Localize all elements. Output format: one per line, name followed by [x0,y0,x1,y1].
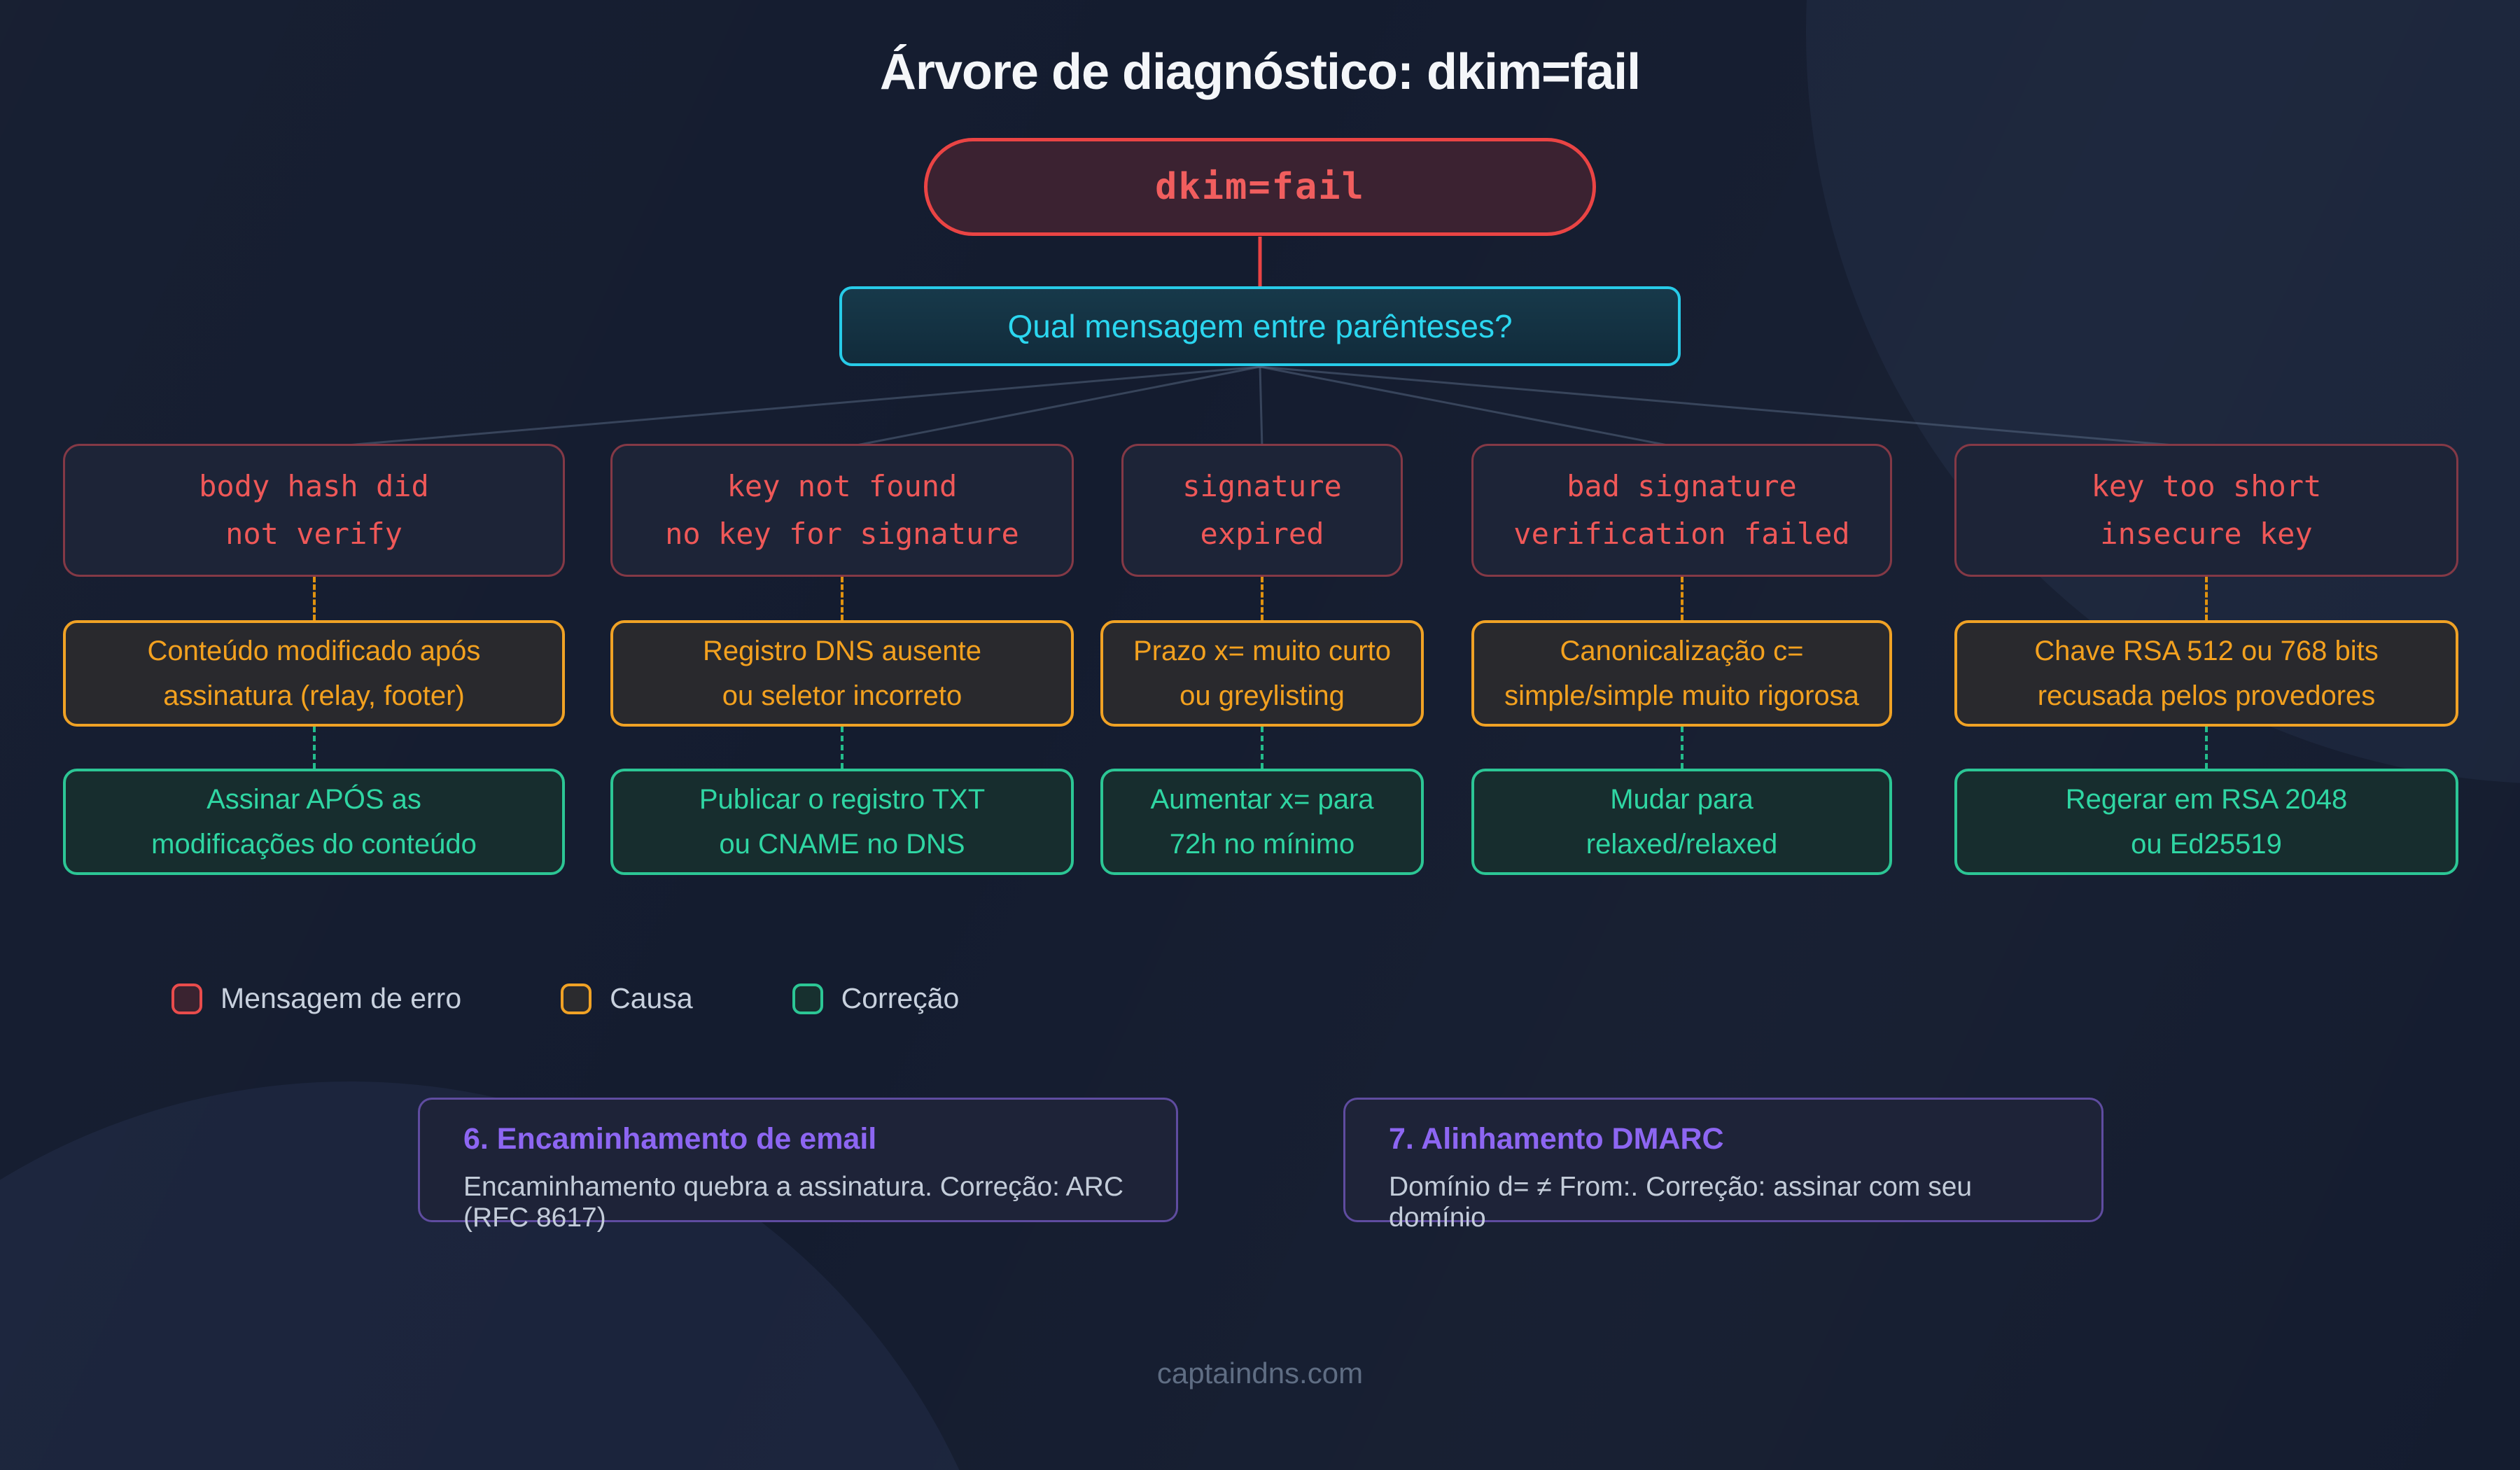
cause-node-2-line1: Registro DNS ausente [703,636,981,666]
error-node-3: signature expired [1121,444,1403,577]
error-to-cause-connector-3 [1261,577,1264,620]
card-dmarc-alignment-body: Domínio d= ≠ From:. Correção: assinar co… [1389,1172,1973,1233]
fix-node-2: Publicar o registro TXT ou CNAME no DNS [610,769,1074,875]
root-node-label: dkim=fail [1155,166,1365,208]
fix-node-3: Aumentar x= para 72h no mínimo [1100,769,1424,875]
fix-node-1-line1: Assinar APÓS as [206,784,421,815]
fix-node-3-line1: Aumentar x= para [1150,784,1374,815]
legend-cause-label: Causa [610,982,693,1014]
fix-node-5: Regerar em RSA 2048 ou Ed25519 [1954,769,2458,875]
fix-node-4-line1: Mudar para [1610,784,1754,815]
fix-node-1: Assinar APÓS as modificações do conteúdo [63,769,565,875]
legend-item-cause: Causa [561,982,693,1015]
cause-node-3: Prazo x= muito curto ou greylisting [1100,620,1424,727]
cause-node-3-line2: ou greylisting [1180,680,1345,711]
error-to-cause-connector-4 [1680,577,1684,620]
error-node-3-line2: expired [1200,517,1324,551]
error-node-5: key too short insecure key [1954,444,2458,577]
error-node-1: body hash did not verify [63,444,565,577]
card-dmarc-alignment: 7. Alinhamento DMARC Domínio d= ≠ From:.… [1343,1098,2104,1233]
cause-to-fix-connector-3 [1261,727,1264,769]
cause-node-1-line1: Conteúdo modificado após [147,636,481,666]
root-node: dkim=fail [924,138,1596,236]
cause-to-fix-connector-5 [2205,727,2208,769]
error-to-cause-connector-5 [2205,577,2208,620]
fix-node-5-line2: ou Ed25519 [2131,829,2282,860]
legend: Mensagem de erro Causa Correção [172,982,959,1015]
fix-node-2-line1: Publicar o registro TXT [699,784,986,815]
cause-to-fix-connector-1 [312,727,316,769]
question-fan-connectors [314,365,2207,449]
error-node-4-line2: verification failed [1513,517,1850,551]
cause-node-2: Registro DNS ausente ou seletor incorret… [610,620,1074,727]
error-node-4-line1: bad signature [1567,468,1797,503]
cause-node-5-line2: recusada pelos provedores [2037,680,2376,711]
error-node-2-line1: key not found [727,468,958,503]
legend-error-label: Mensagem de erro [220,982,462,1014]
error-node-3-line1: signature [1182,468,1342,503]
card-email-forwarding: 6. Encaminhamento de email Encaminhament… [418,1098,1178,1233]
fix-node-3-line2: 72h no mínimo [1169,829,1355,860]
legend-item-fix: Correção [792,982,960,1015]
page-title: Árvore de diagnóstico: dkim=fail [879,44,1641,100]
fix-node-2-line2: ou CNAME no DNS [719,829,965,860]
fix-node-5-line1: Regerar em RSA 2048 [2065,784,2348,815]
cause-node-1-line2: assinatura (relay, footer) [163,680,465,711]
legend-fix-label: Correção [841,982,960,1014]
cause-node-4-line1: Canonicalização c= [1560,636,1804,666]
legend-cause-swatch [561,983,592,1014]
fix-node-4-line2: relaxed/relaxed [1586,829,1778,860]
error-node-5-line2: insecure key [2100,517,2313,551]
legend-fix-swatch [792,983,823,1014]
cause-node-1: Conteúdo modificado após assinatura (rel… [63,620,565,727]
branch-column-1: body hash did not verify Conteúdo modifi… [63,444,565,875]
question-node-label: Qual mensagem entre parênteses? [1007,308,1513,344]
cause-node-4: Canonicalização c= simple/simple muito r… [1471,620,1892,727]
legend-error-swatch [172,983,202,1014]
footer-domain: captaindns.com [1156,1357,1364,1390]
legend-item-error: Mensagem de erro [172,982,461,1015]
cause-to-fix-connector-2 [841,727,844,769]
fix-node-1-line2: modificações do conteúdo [151,829,477,860]
question-node: Qual mensagem entre parênteses? [839,286,1681,366]
branch-column-4: bad signature verification failed Canoni… [1471,444,1892,875]
error-to-cause-connector-2 [841,577,844,620]
cause-node-2-line2: ou seletor incorreto [722,680,962,711]
cause-node-3-line1: Prazo x= muito curto [1133,636,1391,666]
branch-column-2: key not found no key for signature Regis… [610,444,1074,875]
cause-to-fix-connector-4 [1680,727,1684,769]
branch-column-5: key too short insecure key Chave RSA 512… [1954,444,2458,875]
card-email-forwarding-body: Encaminhamento quebra a assinatura. Corr… [463,1172,1124,1233]
error-to-cause-connector-1 [312,577,316,620]
error-node-2-line2: no key for signature [665,517,1019,551]
error-node-4: bad signature verification failed [1471,444,1892,577]
cause-node-4-line2: simple/simple muito rigorosa [1504,680,1859,711]
branch-column-3: signature expired Prazo x= muito curto o… [1100,444,1424,875]
error-node-1-line1: body hash did [199,468,429,503]
card-dmarc-alignment-title: 7. Alinhamento DMARC [1389,1122,1724,1156]
cause-node-5-line1: Chave RSA 512 ou 768 bits [2034,636,2379,666]
card-email-forwarding-title: 6. Encaminhamento de email [463,1122,877,1156]
error-node-1-line2: not verify [225,517,402,551]
error-node-5-line1: key too short [2091,468,2322,503]
error-node-2: key not found no key for signature [610,444,1074,577]
cause-node-5: Chave RSA 512 ou 768 bits recusada pelos… [1954,620,2458,727]
fix-node-4: Mudar para relaxed/relaxed [1471,769,1892,875]
